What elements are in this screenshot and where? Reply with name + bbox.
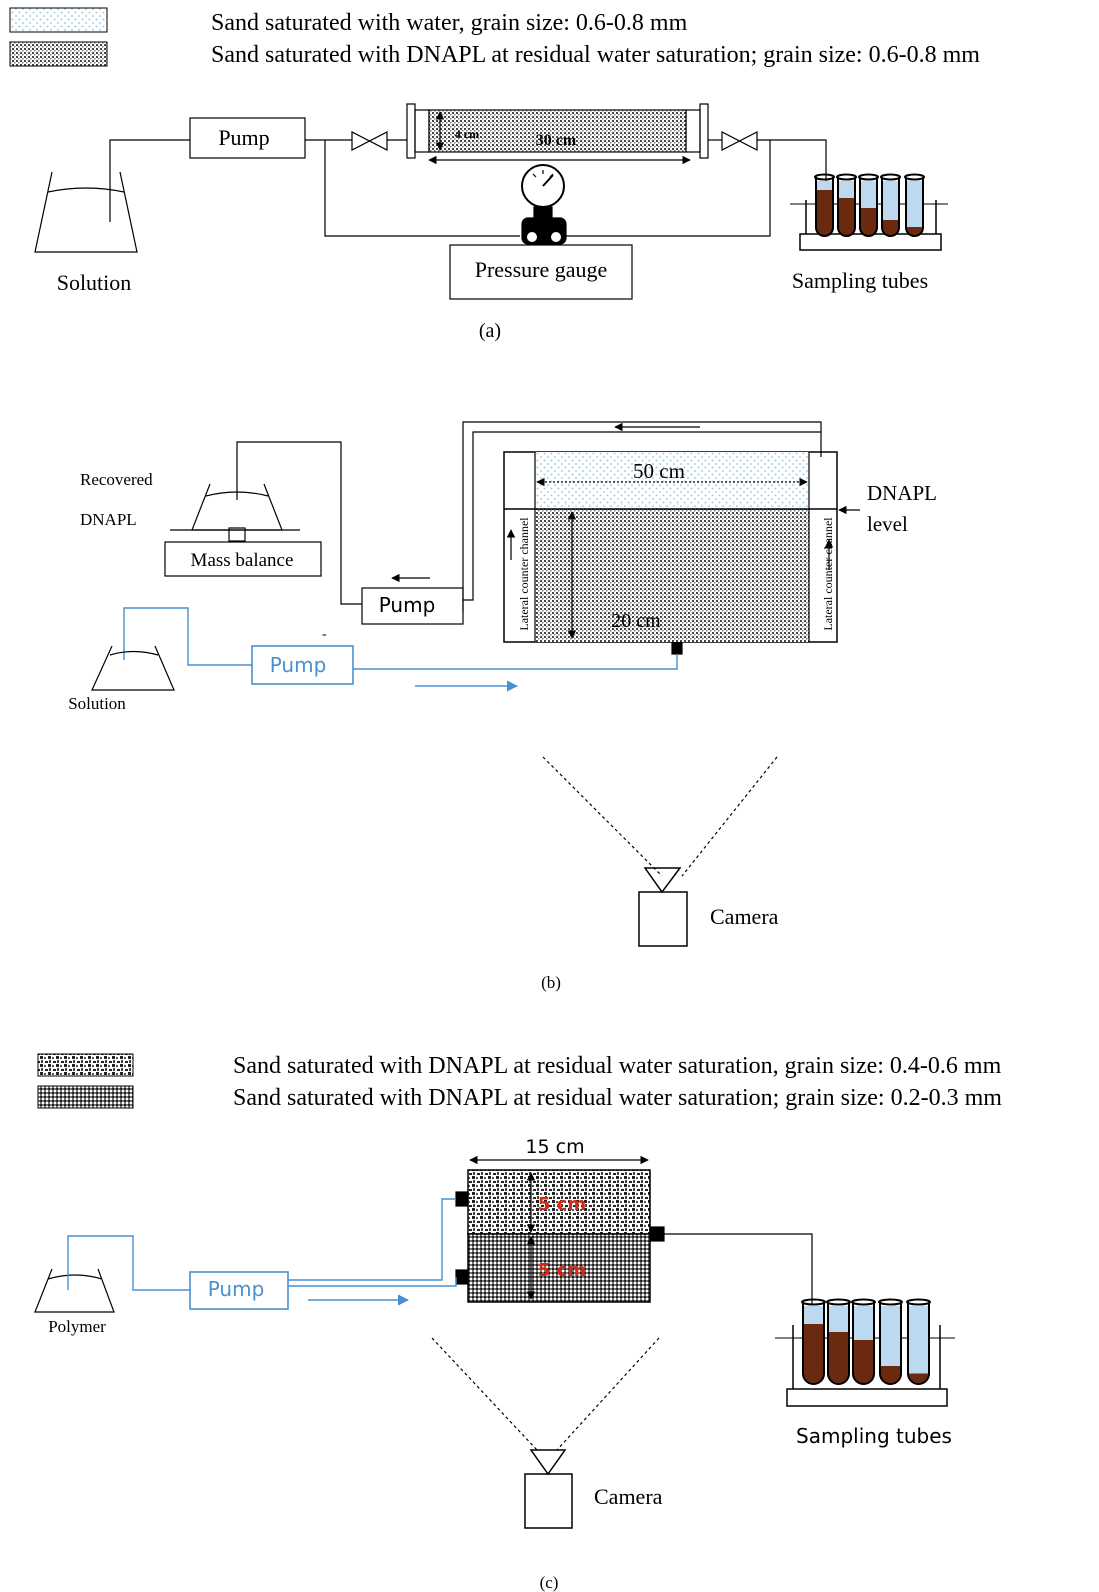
pressure-gauge-label: Pressure gauge bbox=[475, 257, 608, 282]
solution-beaker-b bbox=[91, 645, 175, 691]
dim-length-label-a: 30 cm bbox=[536, 132, 577, 149]
camera-lens-b bbox=[643, 867, 682, 894]
pump-box-a bbox=[189, 117, 306, 159]
test-tube bbox=[851, 1298, 876, 1385]
solution-label-a: Solution bbox=[57, 270, 132, 295]
legend-dnapl-swatch bbox=[9, 41, 108, 67]
valve-right-a bbox=[721, 131, 758, 151]
top-return-line bbox=[463, 431, 822, 601]
legend-water-swatch bbox=[9, 7, 108, 33]
test-tube bbox=[836, 173, 857, 237]
camera-lens-c bbox=[529, 1449, 567, 1476]
pump-label-a: Pump bbox=[218, 125, 269, 150]
solution-level-a bbox=[47, 187, 125, 193]
inlet-tubing-a bbox=[109, 139, 190, 222]
legend-top: Sand saturated with water, grain size: 0… bbox=[9, 7, 980, 68]
panel-c-labels: Polymer Pump 15 cm 5 cm 5 cm Camera Samp… bbox=[48, 1136, 952, 1592]
test-tube bbox=[878, 1298, 903, 1385]
panel-b bbox=[164, 421, 860, 947]
recovered-label: Recovered bbox=[80, 470, 153, 489]
sampling-tubes-a bbox=[790, 173, 948, 251]
dim-width-label-b: 50 cm bbox=[633, 459, 685, 483]
injection-tubing-b bbox=[123, 607, 252, 666]
dnapl-layer-b bbox=[535, 509, 809, 642]
test-tube bbox=[906, 1298, 931, 1385]
recovery-tubing bbox=[236, 441, 362, 605]
panel-a bbox=[34, 103, 827, 300]
camera-body-b bbox=[638, 891, 688, 947]
sand-column-a bbox=[428, 109, 687, 153]
dim-height-label-b: 20 cm bbox=[611, 610, 661, 632]
mass-balance-label: Mass balance bbox=[191, 550, 294, 571]
pump-label-b-black: Pump bbox=[379, 593, 436, 617]
pump-box-c bbox=[189, 1271, 289, 1310]
dnapl-level-label-2: level bbox=[867, 512, 908, 536]
mass-balance-box bbox=[164, 541, 322, 577]
legend-fine-label: Sand saturated with DNAPL at residual wa… bbox=[233, 1085, 1002, 1111]
test-tube bbox=[880, 173, 901, 237]
legend-fine-swatch bbox=[37, 1085, 134, 1109]
panel-a-labels: Pump Solution Pressure gauge Sampling tu… bbox=[57, 125, 928, 342]
sampling-tubes-label-a: Sampling tubes bbox=[792, 268, 928, 293]
dim-diameter-label-a: 4 cm bbox=[455, 127, 479, 141]
dim-width-label-c: 15 cm bbox=[525, 1136, 584, 1158]
legend-dnapl-label: Sand saturated with DNAPL at residual wa… bbox=[211, 42, 980, 68]
legend-coarse-swatch bbox=[37, 1053, 134, 1077]
pump-label-c: Pump bbox=[208, 1277, 265, 1301]
column-flange-left bbox=[406, 103, 416, 159]
outlet-tubing-c bbox=[664, 1233, 813, 1304]
caption-b: (b) bbox=[541, 973, 561, 992]
legend-coarse-label: Sand saturated with DNAPL at residual wa… bbox=[233, 1053, 1002, 1079]
solution-label-b: Solution bbox=[68, 694, 126, 713]
panel-c-injection bbox=[67, 1198, 457, 1310]
camera-body-c bbox=[524, 1473, 573, 1529]
polymer-beaker bbox=[34, 1268, 115, 1313]
test-tube bbox=[814, 173, 835, 237]
dash-mark-b: - bbox=[322, 627, 327, 642]
sampling-tubes-label-c: Sampling tubes bbox=[796, 1424, 952, 1448]
sampling-tubes-c bbox=[775, 1298, 955, 1407]
lateral-label-left: Lateral counter channel bbox=[517, 517, 531, 631]
legend-water-label: Sand saturated with water, grain size: 0… bbox=[211, 10, 688, 36]
injection-tubing-c bbox=[67, 1235, 190, 1291]
test-tube bbox=[904, 173, 925, 237]
fine-layer-c bbox=[467, 1233, 651, 1303]
test-tube bbox=[858, 173, 879, 237]
valve-left-a bbox=[351, 131, 388, 151]
pump-label-b-blue: Pump bbox=[270, 653, 327, 677]
pressure-gauge-box bbox=[449, 244, 633, 300]
polymer-label: Polymer bbox=[48, 1317, 106, 1336]
dnapl-level-label-1: DNAPL bbox=[867, 481, 937, 505]
solution-beaker-a bbox=[34, 171, 138, 253]
dnapl-label-b: DNAPL bbox=[80, 510, 137, 529]
pump-box-b-blue bbox=[251, 645, 354, 685]
panel-b-labels: Recovered DNAPL Mass balance Pump Pump S… bbox=[68, 459, 937, 992]
camera-label-c: Camera bbox=[594, 1484, 663, 1509]
legend-c: Sand saturated with DNAPL at residual wa… bbox=[37, 1053, 1002, 1111]
outlet-tubing-a bbox=[757, 139, 827, 182]
dim-bottom-label-c: 5 cm bbox=[538, 1260, 586, 1281]
camera-label-b: Camera bbox=[710, 904, 779, 929]
dim-top-label-c: 5 cm bbox=[538, 1194, 586, 1215]
test-tube bbox=[801, 1298, 826, 1385]
coarse-layer-c bbox=[467, 1169, 651, 1235]
column-flange-right bbox=[699, 103, 709, 159]
test-tube bbox=[826, 1298, 851, 1385]
caption-c: (c) bbox=[540, 1573, 559, 1592]
panel-b-injection bbox=[123, 607, 678, 692]
lateral-label-right: Lateral counter channel bbox=[821, 517, 835, 631]
caption-a: (a) bbox=[479, 320, 501, 342]
panel-c bbox=[34, 1155, 813, 1529]
